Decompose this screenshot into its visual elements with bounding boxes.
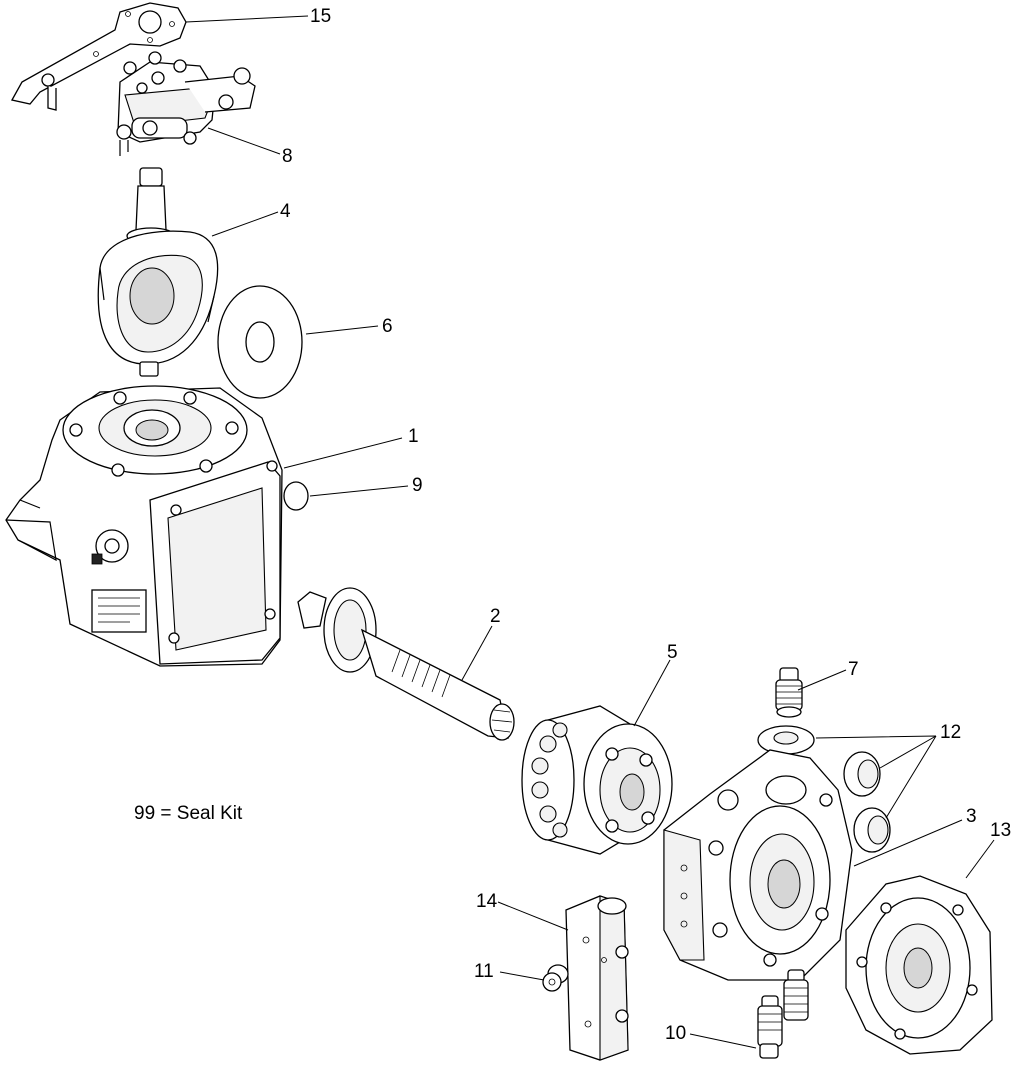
- leader-lines: [185, 15, 995, 1049]
- part-13-cover: [845, 875, 993, 1055]
- label-part-7: 7: [848, 659, 859, 680]
- part-15-lever: [11, 2, 187, 111]
- part-8-control-assembly: [116, 51, 256, 156]
- label-part-6: 6: [382, 316, 393, 337]
- part-7-valve: [775, 667, 803, 718]
- label-part-9: 9: [412, 475, 423, 496]
- label-part-3: 3: [966, 806, 977, 827]
- part-5-rotating-group: [521, 705, 673, 855]
- seal-kit-note: 99 = Seal Kit: [134, 803, 243, 824]
- part-6-thrust-plate: [217, 285, 303, 399]
- part-4-swashplate: [97, 167, 219, 377]
- label-part-13: 13: [990, 820, 1012, 841]
- label-part-2: 2: [490, 606, 501, 627]
- label-part-8: 8: [282, 146, 293, 167]
- part-12-plugs: [757, 725, 891, 853]
- label-part-14: 14: [476, 891, 498, 912]
- part-10-valves: [757, 969, 809, 1059]
- part-1-housing: [5, 385, 309, 667]
- label-part-1: 1: [408, 426, 419, 447]
- part-11-plug: [542, 964, 569, 992]
- part-3-end-cap: [663, 749, 853, 981]
- label-part-5: 5: [667, 642, 678, 663]
- label-part-10: 10: [665, 1023, 687, 1044]
- part-14-manifold: [565, 895, 629, 1061]
- label-part-11: 11: [474, 961, 494, 982]
- label-part-12: 12: [940, 722, 962, 743]
- label-part-15: 15: [310, 6, 332, 27]
- label-part-4: 4: [280, 201, 291, 222]
- part-2-drive-shaft: [297, 587, 515, 741]
